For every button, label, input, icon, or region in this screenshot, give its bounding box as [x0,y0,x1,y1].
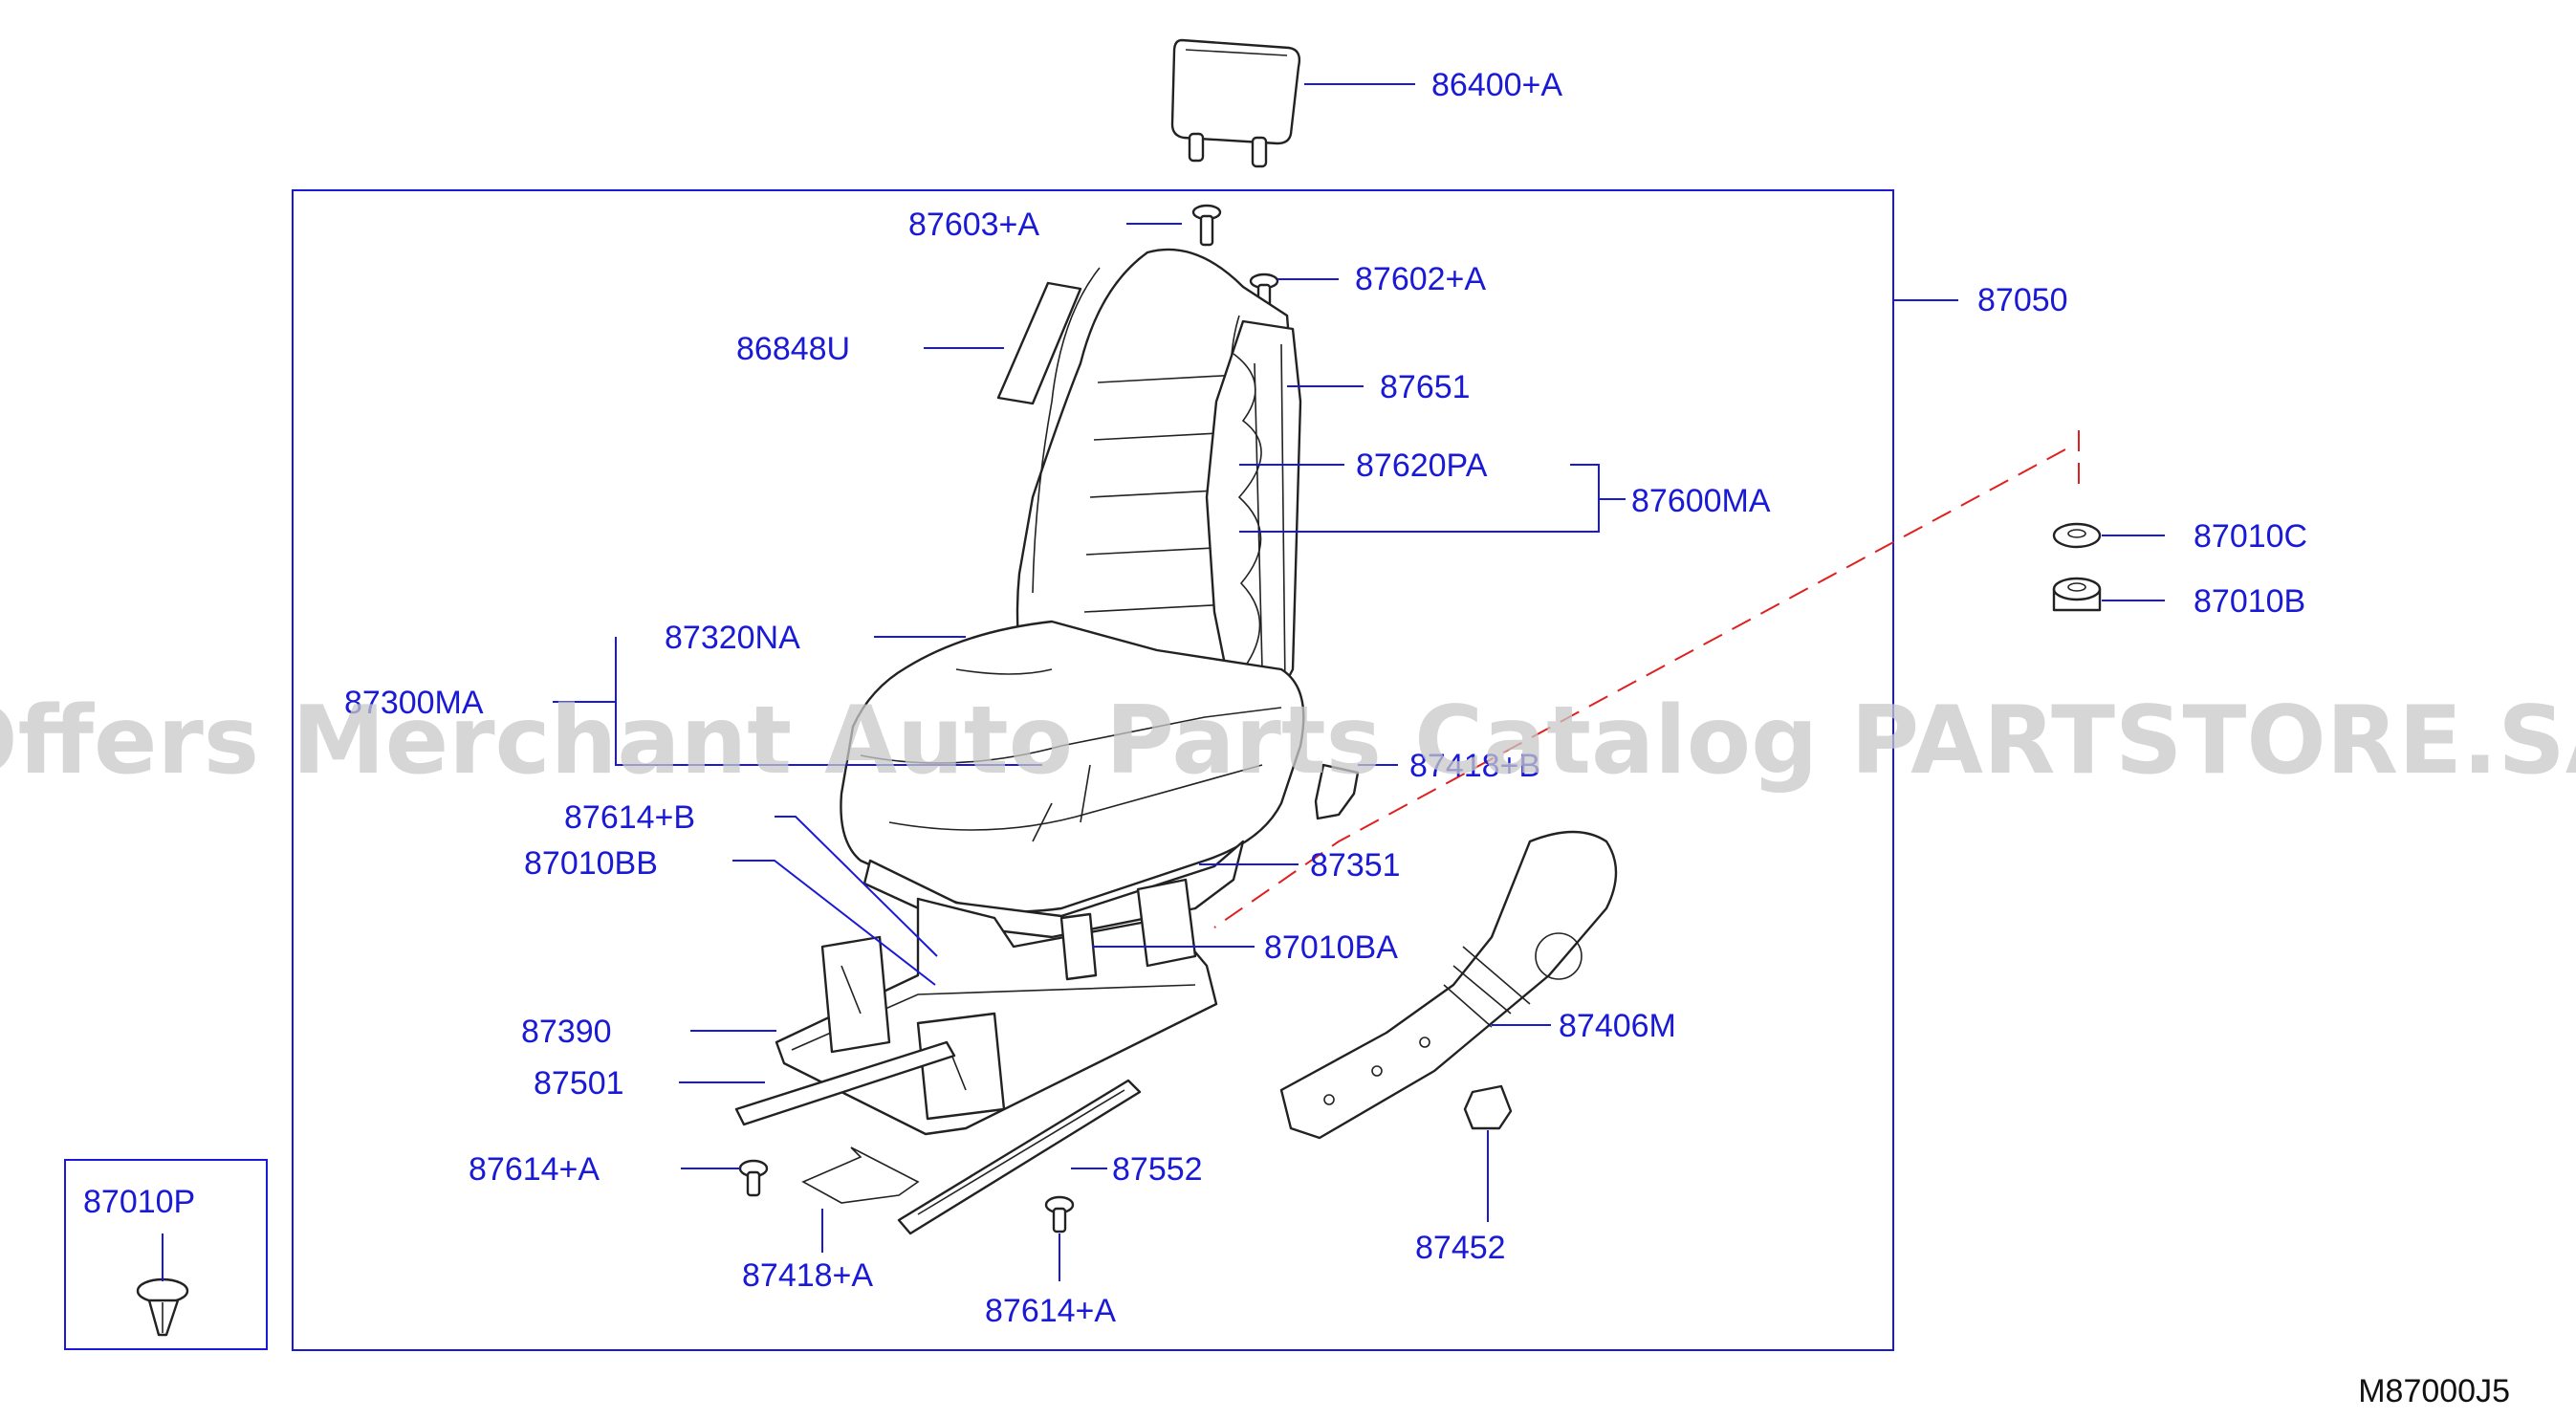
clip-87614A-bottom-part[interactable] [1044,1195,1075,1233]
label-86848U[interactable]: 86848U [736,331,850,367]
label-87603A[interactable]: 87603+A [908,207,1039,243]
label-87406M[interactable]: 87406M [1559,1008,1676,1044]
seat-cushion-part[interactable] [840,620,1305,913]
label-87614B[interactable]: 87614+B [564,799,695,836]
label-87602A[interactable]: 87602+A [1355,261,1486,297]
label-87010C[interactable]: 87010C [2194,518,2307,555]
watermark-text: Offers Merchant Auto Parts Catalog PARTS… [0,687,2576,796]
label-87010B[interactable]: 87010B [2194,583,2305,620]
label-87351[interactable]: 87351 [1310,847,1401,884]
label-87614A-left[interactable]: 87614+A [469,1151,600,1188]
nut-87010B-part[interactable] [2052,577,2102,612]
label-87418A[interactable]: 87418+A [742,1257,873,1294]
inset-frame-87010P [64,1159,268,1350]
clip-87603-part[interactable] [1191,204,1222,247]
label-87300MA[interactable]: 87300MA [344,685,484,721]
leader-lines [162,83,2165,1281]
label-87010BA[interactable]: 87010BA [1264,929,1398,966]
label-87501[interactable]: 87501 [534,1065,624,1102]
knob-87452-part[interactable] [1463,1084,1513,1130]
label-87651[interactable]: 87651 [1380,369,1471,405]
side-cover-part[interactable] [1279,830,1618,1140]
label-87320NA[interactable]: 87320NA [665,620,800,656]
washer-87010C-part[interactable] [2052,522,2102,549]
label-87010P[interactable]: 87010P [83,1184,195,1220]
alignment-dash-line [1213,430,2080,928]
diagram-code: M87000J5 [2358,1373,2510,1409]
label-87620PA[interactable]: 87620PA [1356,448,1488,484]
label-87600MA[interactable]: 87600MA [1631,483,1771,519]
part-number-labels: 86400+A 87603+A 87602+A 87050 86848U 876… [83,67,2307,1329]
clip-87614A-left-part[interactable] [738,1159,769,1197]
label-87390[interactable]: 87390 [521,1014,612,1050]
label-87552[interactable]: 87552 [1112,1151,1203,1188]
headrest-part[interactable] [1170,38,1301,168]
label-87418B[interactable]: 87418+B [1409,748,1540,784]
label-87614A-bottom[interactable]: 87614+A [985,1293,1116,1329]
label-87010BB[interactable]: 87010BB [524,845,658,882]
bracket-87418B-part[interactable] [1314,763,1360,820]
slide-rail-87552-part[interactable] [897,1079,1142,1235]
slide-rail-87501-part[interactable] [734,1040,956,1126]
label-87452[interactable]: 87452 [1415,1230,1506,1266]
wire-87418A-part[interactable] [801,1146,920,1204]
label-87050[interactable]: 87050 [1977,282,2068,318]
clip-87010P-part[interactable] [136,1277,189,1337]
label-86400A[interactable]: 86400+A [1431,67,1562,103]
label-tag-86848U-part[interactable] [996,281,1082,405]
assembly-frame [292,189,1894,1351]
